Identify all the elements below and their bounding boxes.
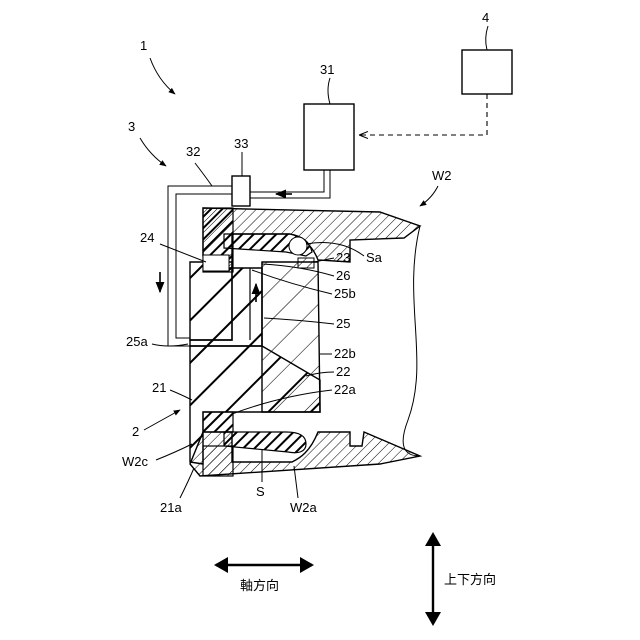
label-piston: 22 (336, 364, 350, 379)
label-w2c: W2c (122, 454, 149, 469)
leader-1 (150, 58, 175, 94)
label-21a: 21a (160, 500, 182, 515)
ring-23 (298, 258, 314, 268)
lower-block (203, 446, 233, 476)
label-supply-device: 31 (320, 62, 334, 77)
leader-2 (144, 410, 180, 430)
label-22b: 22b (334, 346, 356, 361)
vertical-direction-label: 上下方向 (444, 572, 496, 587)
leader-w2a (294, 466, 298, 498)
label-seal-ring: 24 (140, 230, 154, 245)
label-system: 1 (140, 38, 147, 53)
lower-seal-ring (203, 412, 233, 432)
lower-seal-lip (224, 432, 306, 453)
label-sa: Sa (366, 250, 383, 265)
label-valve: 33 (234, 136, 248, 151)
valve-box (232, 176, 250, 206)
workpiece-w2-outline (403, 226, 420, 456)
leader-31 (328, 78, 330, 104)
label-assembly: 2 (132, 424, 139, 439)
axial-direction-label: 軸方向 (240, 578, 279, 593)
label-22a: 22a (334, 382, 356, 397)
label-control-unit: 4 (482, 10, 489, 25)
label-base: 21 (152, 380, 166, 395)
leader-w2c (156, 444, 192, 460)
label-passage: 25 (336, 316, 350, 331)
leader-w2 (420, 186, 438, 206)
leader-21 (170, 390, 192, 400)
vertical-arrowhead-down (425, 612, 441, 626)
leader-32 (195, 163, 212, 186)
supply-device-box (304, 104, 354, 170)
label-25b: 25b (334, 286, 356, 301)
label-pipe: 32 (186, 144, 200, 159)
seal-ring-24-inner (203, 255, 229, 271)
control-unit-box (462, 50, 512, 94)
label-supply-unit: 3 (128, 119, 135, 134)
piston-22b (262, 262, 320, 412)
axial-arrowhead-right (300, 557, 314, 573)
leader-21a (180, 468, 194, 498)
label-25a: 25a (126, 334, 148, 349)
signal-line (360, 94, 487, 135)
label-s: S (256, 484, 265, 499)
label-23: 23 (336, 250, 350, 265)
gap-sa-circle (289, 237, 307, 255)
axial-arrowhead-left (214, 557, 228, 573)
vertical-arrowhead-up (425, 532, 441, 546)
label-workpiece: W2 (432, 168, 452, 183)
leader-4 (486, 26, 488, 50)
label-26: 26 (336, 268, 350, 283)
leader-3 (140, 138, 166, 166)
leader-24 (160, 244, 206, 262)
label-w2a: W2a (290, 500, 318, 515)
block-left-bold (190, 262, 232, 340)
